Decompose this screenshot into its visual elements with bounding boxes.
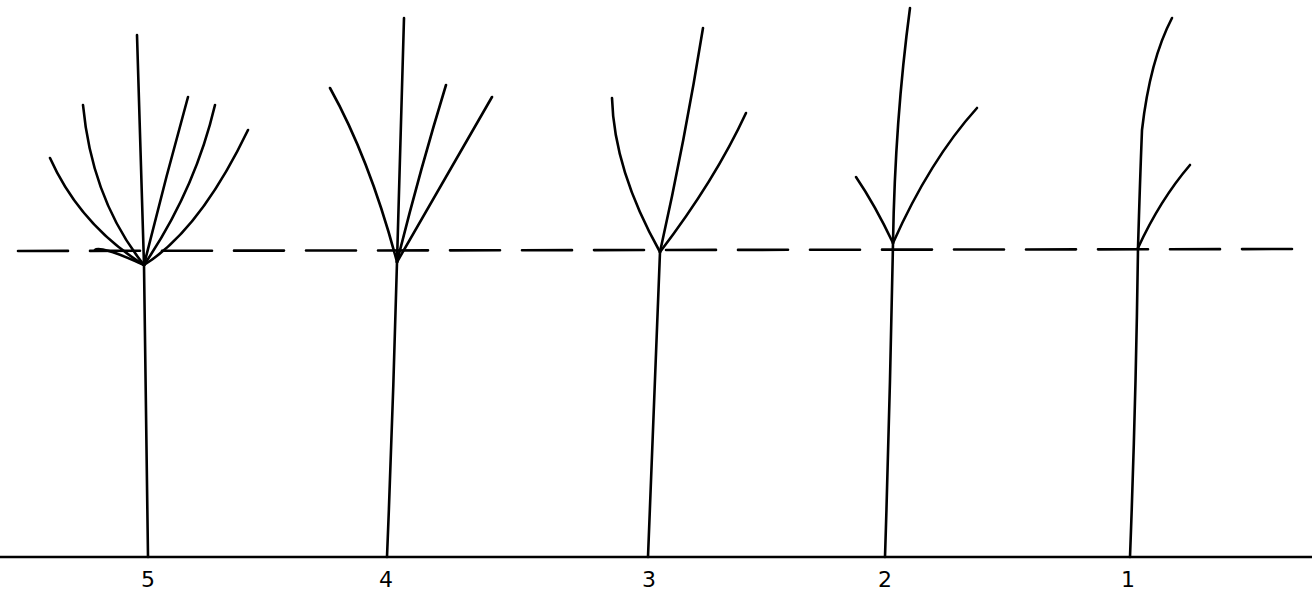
tree-number: 5 <box>139 569 157 591</box>
tree-one <box>1130 18 1190 557</box>
tree-number: 1 <box>1119 569 1137 591</box>
tree-drawings <box>0 8 1312 557</box>
tree-four <box>330 18 492 557</box>
tree-two <box>856 8 977 557</box>
tree-number: 2 <box>876 569 894 591</box>
tree-number: 4 <box>377 569 395 591</box>
tree-three <box>612 28 746 557</box>
tree-number: 3 <box>640 569 658 591</box>
cut-height-line <box>18 249 1312 251</box>
ground-line <box>0 556 1312 559</box>
tree-five <box>50 35 248 557</box>
